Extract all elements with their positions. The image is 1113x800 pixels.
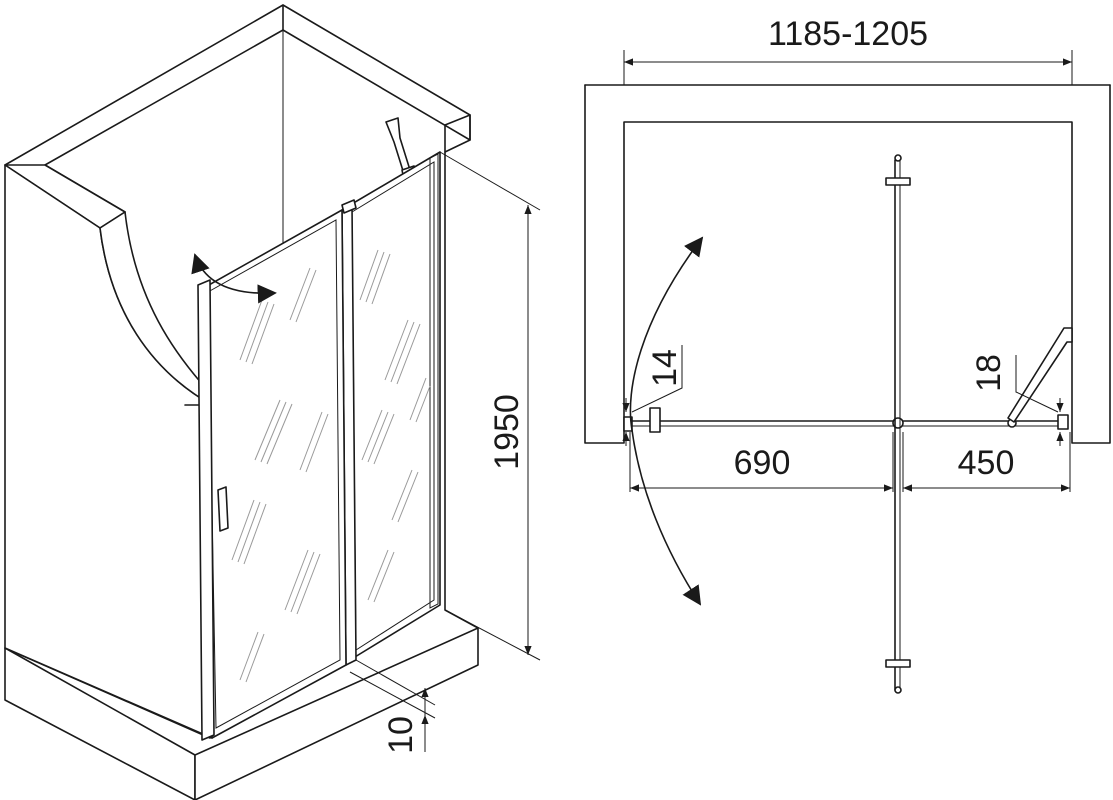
door-handle [217, 486, 229, 532]
bottom-gap-dimension: 10 [349, 659, 436, 754]
plan-door-swing-arc [629, 236, 704, 606]
fixed-glass-panel [344, 151, 441, 661]
plan-glass-line [623, 407, 1069, 433]
left-wall [4, 164, 213, 739]
swing-door-panel [197, 209, 347, 741]
total-width-label: 1185-1205 [768, 15, 928, 53]
door-width-label: 690 [734, 444, 791, 482]
plan-view: 1185-1205 [584, 15, 1111, 694]
door-swing-arrow [191, 253, 277, 304]
left-profile-dimension: 14 [622, 345, 684, 446]
height-label: 1950 [488, 394, 526, 470]
right-profile-dimension: 18 [970, 354, 1064, 446]
door-width-dimension: 690 [629, 432, 894, 492]
glass-reflection-door [231, 267, 329, 683]
fixed-panel-label: 450 [958, 444, 1015, 482]
height-dimension: 1950 [439, 151, 541, 661]
bottom-gap-label: 10 [382, 716, 420, 754]
plan-open-door-line [885, 154, 911, 694]
plan-walls [584, 84, 1111, 444]
right-profile-label: 18 [970, 354, 1008, 392]
total-width-dimension: 1185-1205 [623, 15, 1073, 85]
plan-wall-bracket [1007, 327, 1073, 423]
glass-reflection-fixed [359, 249, 431, 603]
left-profile-label: 14 [646, 349, 684, 387]
fixed-panel-dimension: 450 [902, 432, 1071, 492]
isometric-view: 1950 10 [4, 4, 541, 800]
